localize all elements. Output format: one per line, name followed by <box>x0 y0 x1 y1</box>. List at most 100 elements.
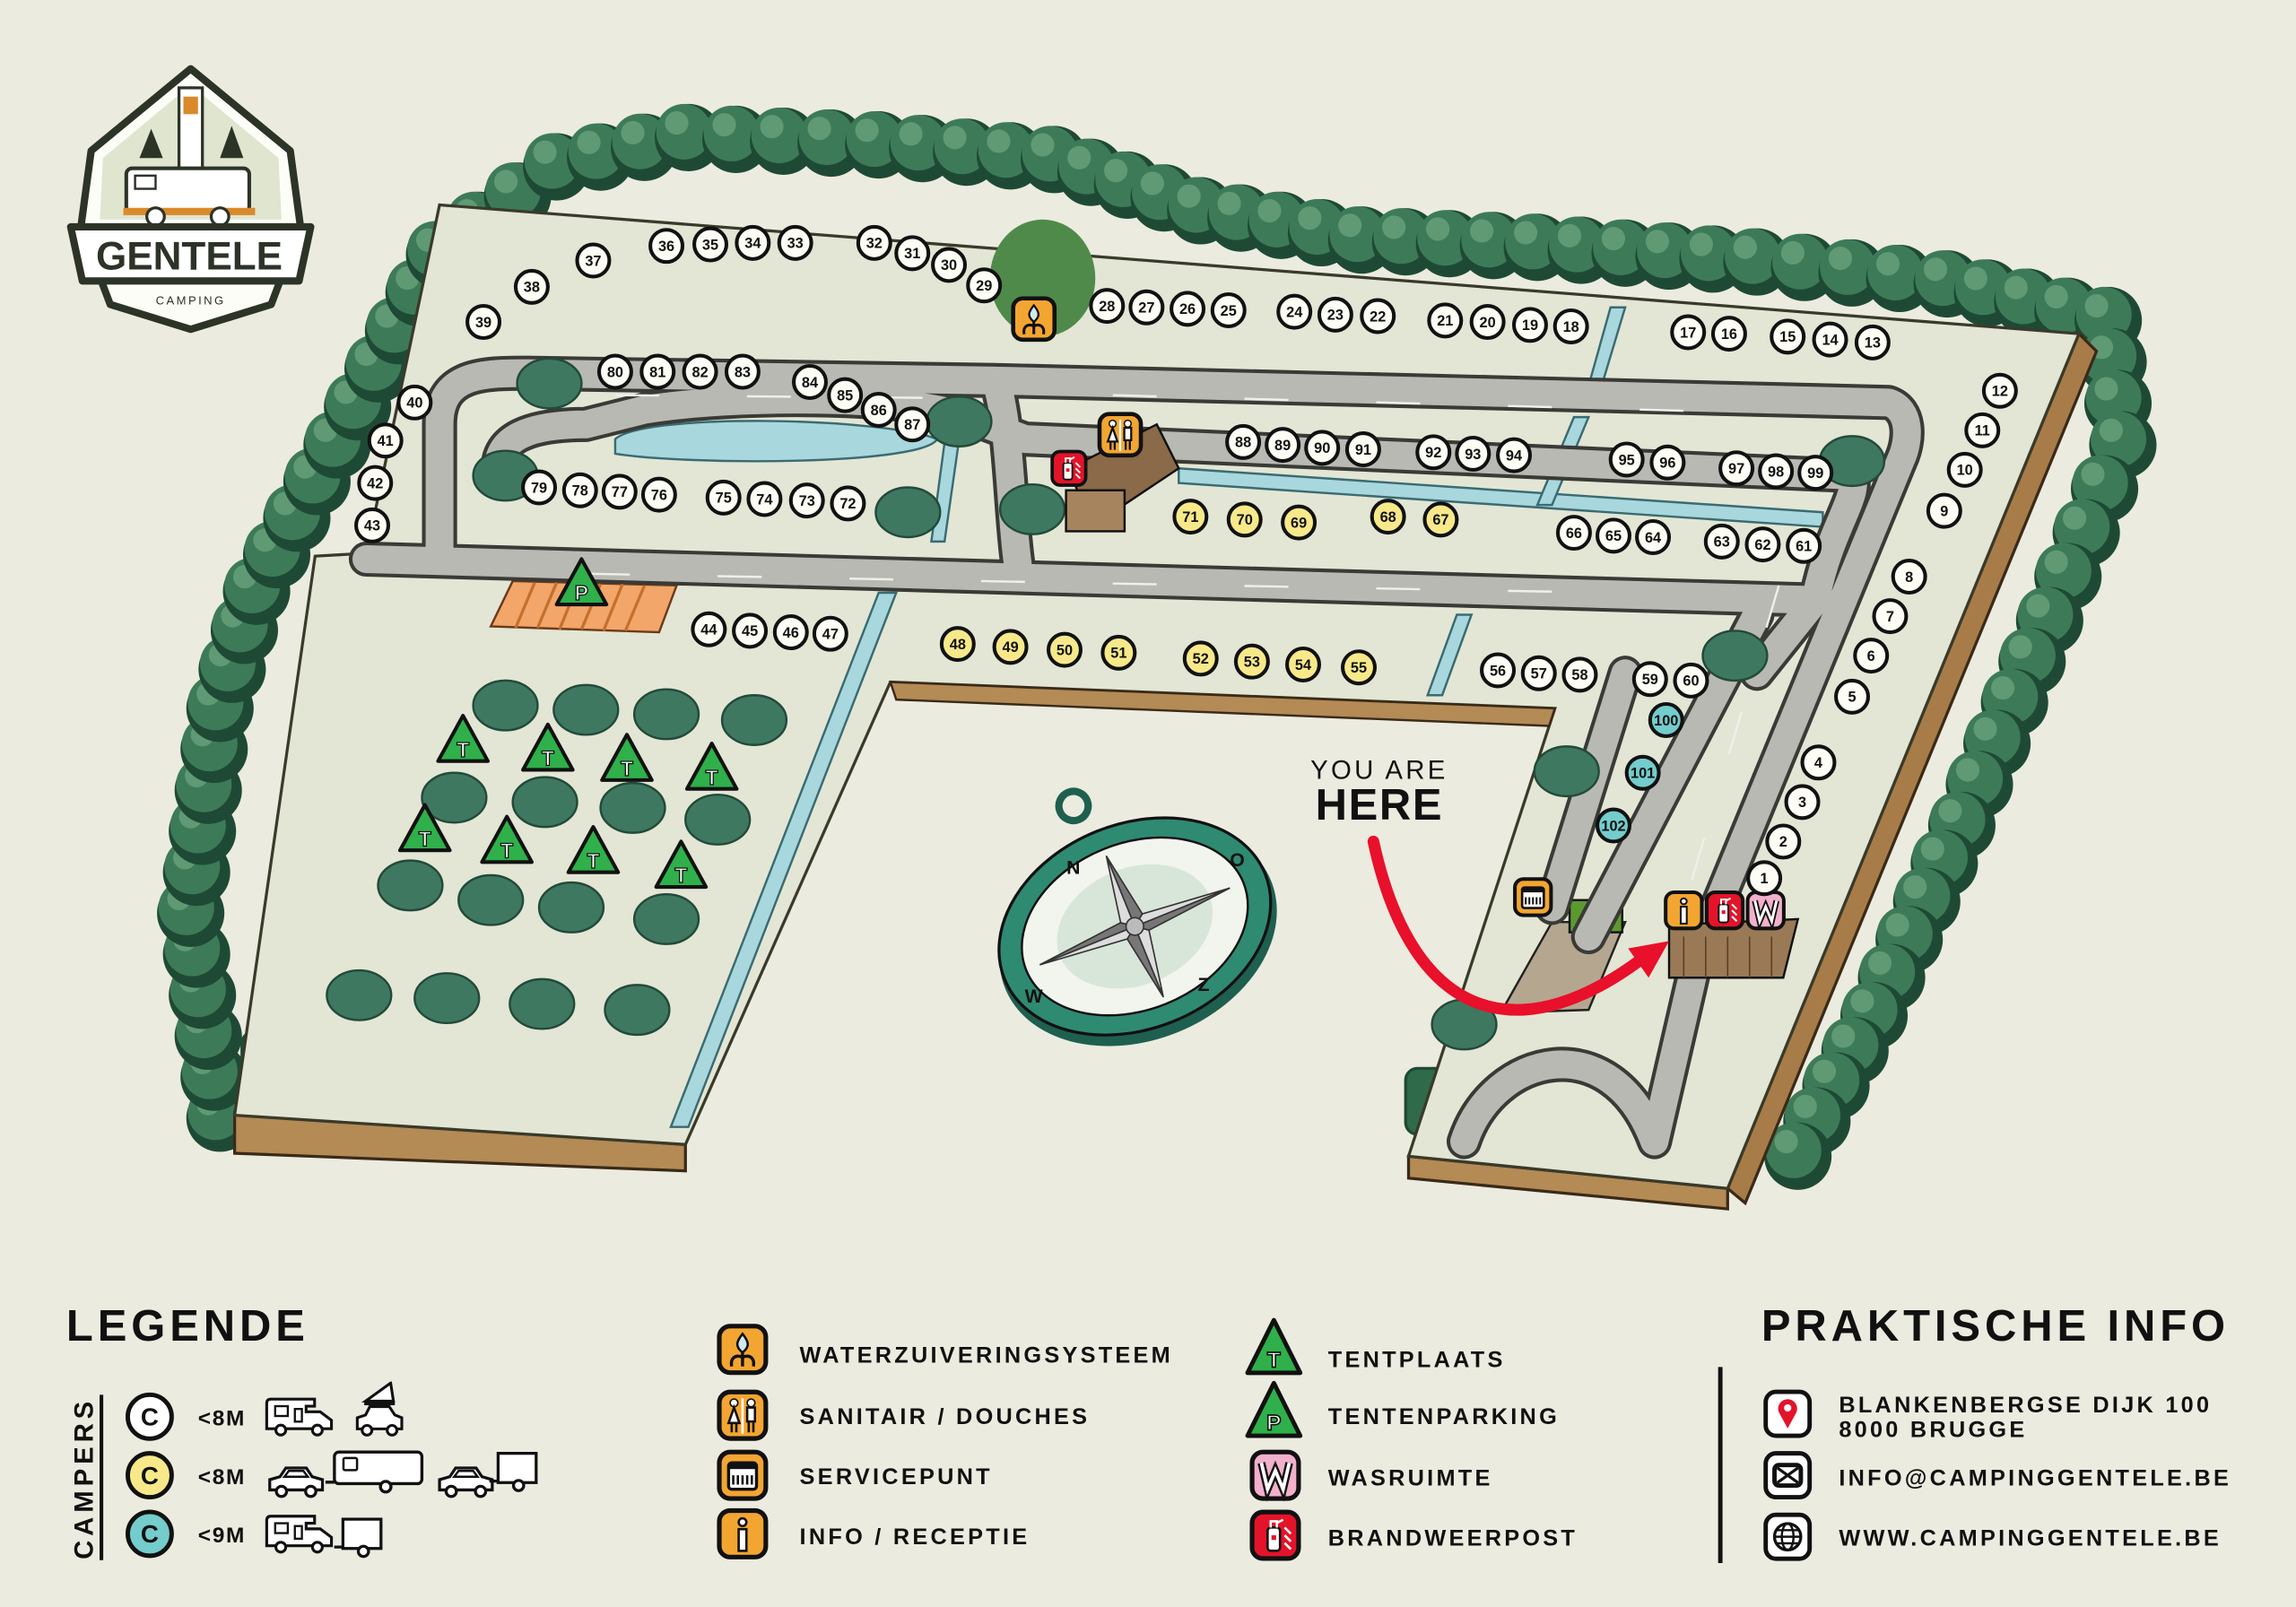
pitch-44[interactable]: 44 <box>691 611 727 647</box>
pitch-24[interactable]: 24 <box>1276 293 1313 330</box>
pitch-81[interactable]: 81 <box>639 353 676 390</box>
tent-pitch[interactable]: T <box>480 814 534 864</box>
pitch-23[interactable]: 23 <box>1317 296 1353 333</box>
pitch-66[interactable]: 66 <box>1555 515 1592 552</box>
sanitary-icon[interactable] <box>1100 414 1141 456</box>
pitch-40[interactable]: 40 <box>396 384 433 421</box>
pitch-87[interactable]: 87 <box>894 406 931 443</box>
pitch-85[interactable]: 85 <box>827 377 864 413</box>
pitch-70[interactable]: 70 <box>1226 501 1263 538</box>
pitch-74[interactable]: 74 <box>746 481 783 517</box>
pitch-45[interactable]: 45 <box>732 612 769 649</box>
pitch-89[interactable]: 89 <box>1265 427 1301 464</box>
pitch-36[interactable]: 36 <box>648 228 685 265</box>
pitch-93[interactable]: 93 <box>1455 435 1492 472</box>
laundry-icon[interactable] <box>1748 892 1784 928</box>
pitch-11[interactable]: 11 <box>1964 412 2001 448</box>
pitch-5[interactable]: 5 <box>1834 678 1871 715</box>
pitch-39[interactable]: 39 <box>465 304 502 341</box>
pitch-48[interactable]: 48 <box>939 626 976 663</box>
pitch-38[interactable]: 38 <box>513 268 550 305</box>
pitch-12[interactable]: 12 <box>1981 372 2018 409</box>
service-point-icon[interactable] <box>1515 879 1551 915</box>
pitch-42[interactable]: 42 <box>357 465 394 501</box>
pitch-84[interactable]: 84 <box>792 363 828 400</box>
pitch-72[interactable]: 72 <box>830 485 866 522</box>
tent-pitch[interactable]: T <box>521 722 575 772</box>
pitch-97[interactable]: 97 <box>1718 450 1755 487</box>
pitch-33[interactable]: 33 <box>777 224 813 261</box>
pitch-75[interactable]: 75 <box>705 479 742 516</box>
pitch-31[interactable]: 31 <box>894 235 931 272</box>
pitch-54[interactable]: 54 <box>1285 646 1321 682</box>
pitch-27[interactable]: 27 <box>1128 289 1165 326</box>
pitch-56[interactable]: 56 <box>1480 652 1517 689</box>
pitch-99[interactable]: 99 <box>1797 455 1834 491</box>
pitch-82[interactable]: 82 <box>682 353 718 390</box>
pitch-96[interactable]: 96 <box>1649 444 1686 481</box>
pitch-35[interactable]: 35 <box>692 226 729 263</box>
pitch-61[interactable]: 61 <box>1786 527 1822 564</box>
pitch-47[interactable]: 47 <box>812 615 848 652</box>
pitch-98[interactable]: 98 <box>1758 453 1795 490</box>
pitch-37[interactable]: 37 <box>575 242 612 279</box>
pitch-76[interactable]: 76 <box>640 476 677 513</box>
pitch-78[interactable]: 78 <box>561 472 598 508</box>
pitch-77[interactable]: 77 <box>601 473 638 510</box>
info-reception-icon[interactable] <box>1665 892 1701 928</box>
pitch-26[interactable]: 26 <box>1170 291 1206 327</box>
tent-pitch[interactable]: T <box>654 839 709 890</box>
pitch-1[interactable]: 1 <box>1746 860 1783 897</box>
pitch-49[interactable]: 49 <box>992 629 1029 665</box>
pitch-43[interactable]: 43 <box>354 507 391 543</box>
pitch-100[interactable]: 100 <box>1648 701 1684 738</box>
pitch-17[interactable]: 17 <box>1670 314 1707 351</box>
fire-extinguisher-icon[interactable] <box>1707 892 1743 928</box>
pitch-101[interactable]: 101 <box>1624 754 1661 791</box>
water-purification-icon[interactable] <box>1013 299 1055 340</box>
pitch-59[interactable]: 59 <box>1631 661 1668 698</box>
pitch-52[interactable]: 52 <box>1182 640 1219 677</box>
pitch-58[interactable]: 58 <box>1561 656 1598 693</box>
pitch-46[interactable]: 46 <box>772 614 809 651</box>
pitch-19[interactable]: 19 <box>1511 307 1548 343</box>
pitch-34[interactable]: 34 <box>735 224 771 261</box>
pitch-86[interactable]: 86 <box>860 391 897 428</box>
pitch-30[interactable]: 30 <box>931 247 968 283</box>
email-link[interactable]: INFO@CAMPINGGENTELE.BE <box>1839 1466 2231 1491</box>
pitch-2[interactable]: 2 <box>1765 823 1802 860</box>
pitch-83[interactable]: 83 <box>724 353 761 390</box>
pitch-71[interactable]: 71 <box>1172 499 1209 535</box>
pitch-6[interactable]: 6 <box>1853 638 1890 674</box>
fire-extinguisher-icon[interactable] <box>1050 449 1088 487</box>
pitch-79[interactable]: 79 <box>521 469 558 506</box>
pitch-25[interactable]: 25 <box>1210 292 1247 328</box>
pitch-57[interactable]: 57 <box>1520 655 1557 691</box>
pitch-60[interactable]: 60 <box>1673 662 1709 699</box>
pitch-32[interactable]: 32 <box>856 224 892 261</box>
pitch-29[interactable]: 29 <box>966 267 1003 304</box>
pitch-10[interactable]: 10 <box>1946 451 1983 488</box>
pitch-90[interactable]: 90 <box>1304 430 1341 466</box>
pitch-69[interactable]: 69 <box>1281 504 1318 541</box>
pitch-80[interactable]: 80 <box>596 353 633 390</box>
pitch-15[interactable]: 15 <box>1770 318 1806 355</box>
pitch-63[interactable]: 63 <box>1703 523 1740 560</box>
pitch-41[interactable]: 41 <box>367 422 404 459</box>
pitch-20[interactable]: 20 <box>1469 304 1506 341</box>
tent-pitch[interactable]: T <box>566 825 621 874</box>
pitch-7[interactable]: 7 <box>1872 598 1909 635</box>
tent-pitch[interactable]: T <box>684 742 739 791</box>
pitch-92[interactable]: 92 <box>1415 434 1452 471</box>
pitch-88[interactable]: 88 <box>1225 423 1262 460</box>
pitch-55[interactable]: 55 <box>1341 649 1378 686</box>
pitch-62[interactable]: 62 <box>1744 526 1781 563</box>
pitch-28[interactable]: 28 <box>1089 288 1126 325</box>
pitch-8[interactable]: 8 <box>1891 559 1927 595</box>
pitch-4[interactable]: 4 <box>1800 744 1837 781</box>
pitch-21[interactable]: 21 <box>1427 302 1464 339</box>
pitch-9[interactable]: 9 <box>1926 492 1962 529</box>
pitch-95[interactable]: 95 <box>1608 441 1645 478</box>
pitch-64[interactable]: 64 <box>1635 518 1672 555</box>
tent-pitch[interactable]: T <box>436 714 490 763</box>
